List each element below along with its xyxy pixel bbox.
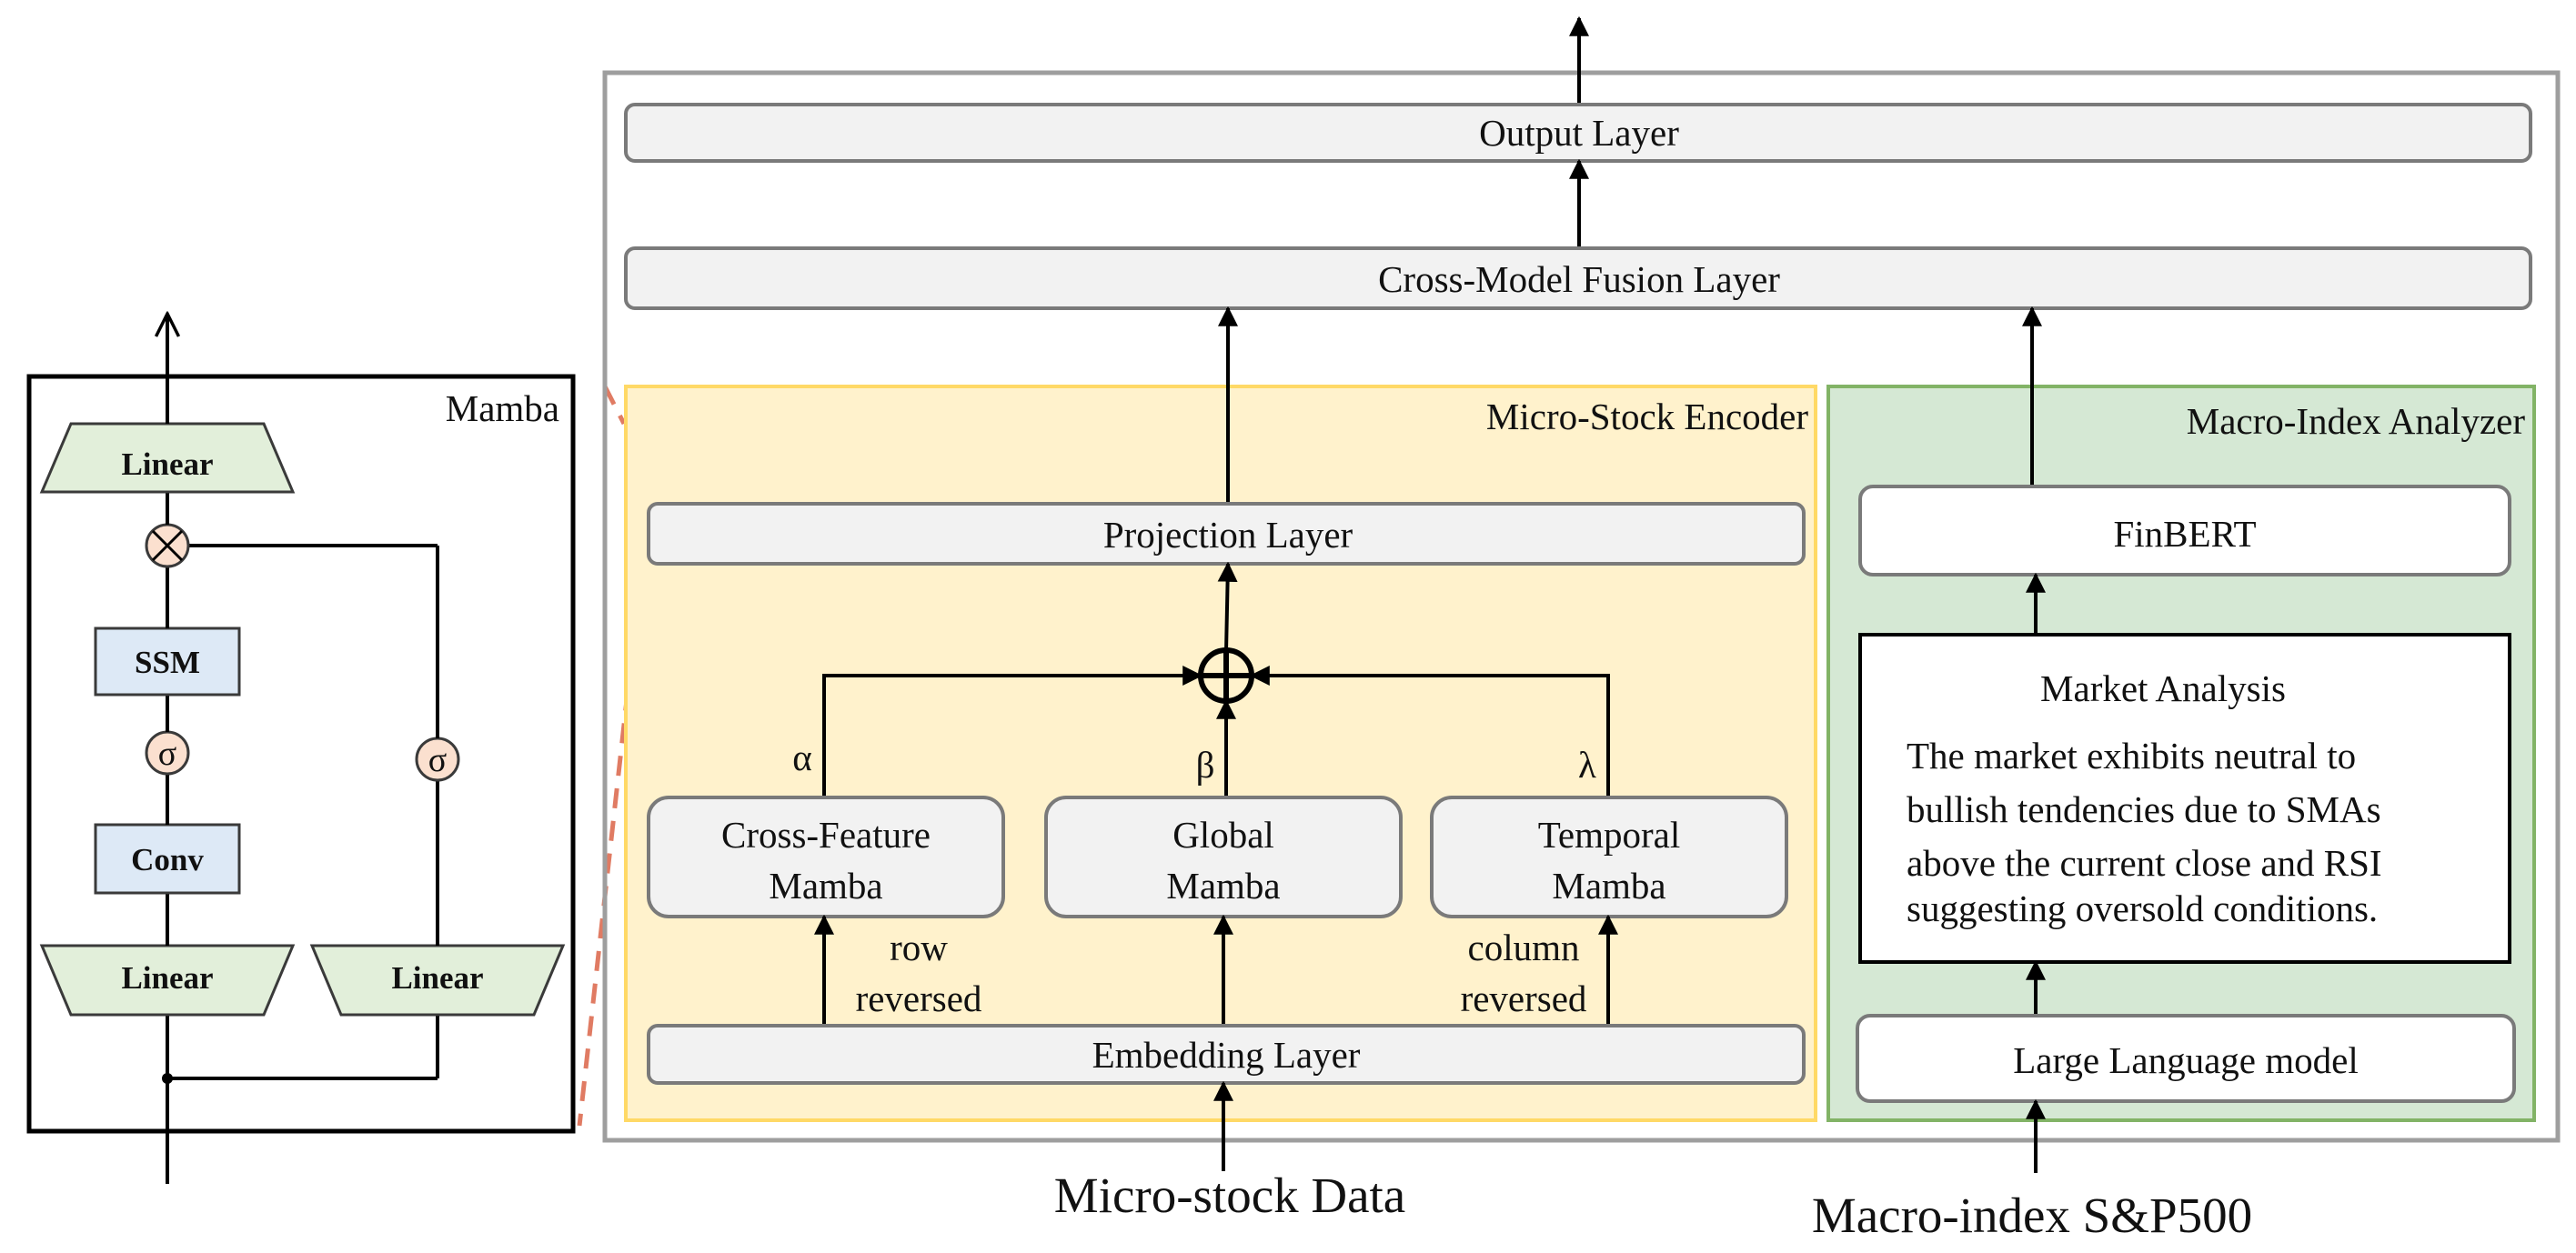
market-analysis-line-3: above the current close and RSI — [1907, 842, 2382, 884]
finbert-box — [1858, 485, 2511, 576]
beta-label: β — [1196, 744, 1215, 786]
linear-right-trapezoid — [309, 944, 566, 1017]
mamba-split-dot — [162, 1073, 173, 1084]
row-reversed-label-2: reversed — [856, 977, 982, 1019]
finbert-label: FinBERT — [2113, 513, 2256, 555]
market-analysis-box — [1858, 633, 2511, 964]
cross-feature-to-sum-arrow — [822, 666, 1203, 797]
micro-encoder-title: Micro-Stock Encoder — [1486, 396, 1808, 437]
linear-top-trapezoid — [39, 422, 296, 494]
sigma-right-label: σ — [428, 741, 447, 779]
market-analysis-line-2: bullish tendencies due to SMAs — [1907, 788, 2381, 830]
column-reversed-label-1: column — [1468, 927, 1580, 968]
temporal-to-sum-arrow — [1249, 666, 1610, 797]
market-analysis-line-4: suggesting oversold conditions. — [1907, 887, 2378, 929]
linear-top-label: Linear — [121, 446, 213, 482]
llm-label: Large Language model — [2013, 1039, 2358, 1081]
global-mamba-label-1: Global — [1172, 814, 1274, 856]
linear-right-label: Linear — [391, 960, 483, 996]
fusion-layer-box — [624, 246, 2532, 310]
lambda-label: λ — [1578, 744, 1596, 786]
micro-stock-encoder: Micro-Stock Encoder Projection Layer α β… — [624, 306, 1817, 1171]
fusion-layer-label: Cross-Model Fusion Layer — [1378, 258, 1780, 300]
macro-input-label: Macro-index S&P500 — [1812, 1188, 2252, 1243]
output-layer-label: Output Layer — [1479, 112, 1679, 154]
macro-analyzer-title: Macro-Index Analyzer — [2187, 400, 2526, 442]
linear-left-trapezoid — [39, 944, 296, 1017]
projection-layer-label: Projection Layer — [1103, 514, 1353, 556]
cross-feature-mamba-label-2: Mamba — [769, 865, 882, 907]
temporal-mamba-label-1: Temporal — [1538, 814, 1681, 856]
row-reversed-label-1: row — [890, 927, 948, 968]
plus-to-projection-arrow — [1217, 561, 1238, 653]
sigma-left-label: σ — [158, 735, 176, 773]
llm-box — [1856, 1014, 2516, 1103]
mamba-block: Mamba Linear Linear Conv σ SSM σ Line — [26, 314, 576, 1184]
market-analysis-title: Market Analysis — [2040, 667, 2286, 709]
conv-label: Conv — [131, 842, 204, 877]
global-mamba-label-2: Mamba — [1166, 865, 1280, 907]
alpha-label: α — [792, 737, 811, 778]
ssm-label: SSM — [135, 645, 200, 680]
column-reversed-label-2: reversed — [1461, 977, 1587, 1019]
mamba-title: Mamba — [446, 387, 559, 429]
zoom-connector-top — [602, 385, 627, 426]
macro-index-analyzer: Macro-Index Analyzer FinBERT Market Anal… — [1826, 306, 2536, 1173]
multiply-cross-2 — [151, 529, 184, 562]
main-architecture-border — [602, 70, 2561, 1143]
market-analysis-line-1: The market exhibits neutral to — [1907, 735, 2356, 777]
micro-input-label: Micro-stock Data — [1054, 1168, 1405, 1223]
temporal-mamba-label-2: Mamba — [1552, 865, 1665, 907]
embedding-layer-label: Embedding Layer — [1092, 1034, 1361, 1076]
linear-left-label: Linear — [121, 960, 213, 996]
ssm-box — [94, 626, 241, 697]
cross-feature-mamba-label-1: Cross-Feature — [721, 814, 931, 856]
